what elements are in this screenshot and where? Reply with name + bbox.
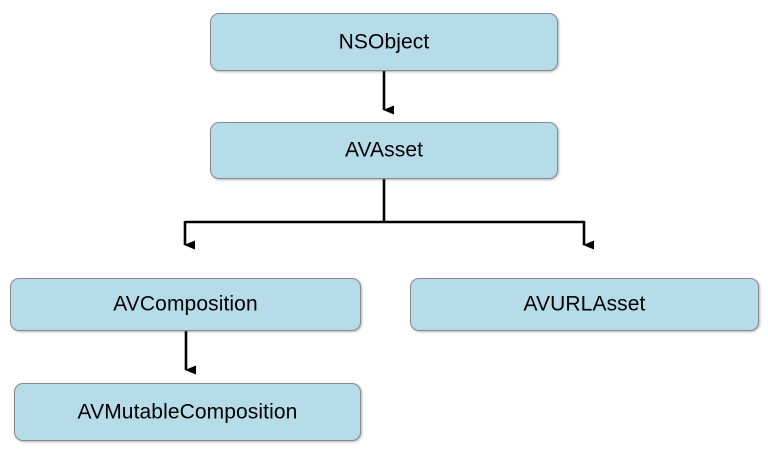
node-avurlasset[interactable]: AVURLAsset	[410, 278, 759, 331]
node-avcomposition-label: AVComposition	[113, 292, 258, 316]
node-avasset-label: AVAsset	[344, 138, 424, 162]
node-nsobject[interactable]: NSObject	[210, 13, 558, 71]
node-avasset[interactable]: AVAsset	[210, 122, 558, 179]
node-avmutablecomposition-label: AVMutableComposition	[77, 400, 298, 423]
node-avurlasset-label: AVURLAsset	[523, 292, 646, 316]
node-avcomposition[interactable]: AVComposition	[10, 278, 361, 331]
node-nsobject-label: NSObject	[338, 30, 430, 53]
edge-avasset-branch-trunk	[185, 179, 584, 224]
node-avmutablecomposition[interactable]: AVMutableComposition	[14, 383, 361, 441]
